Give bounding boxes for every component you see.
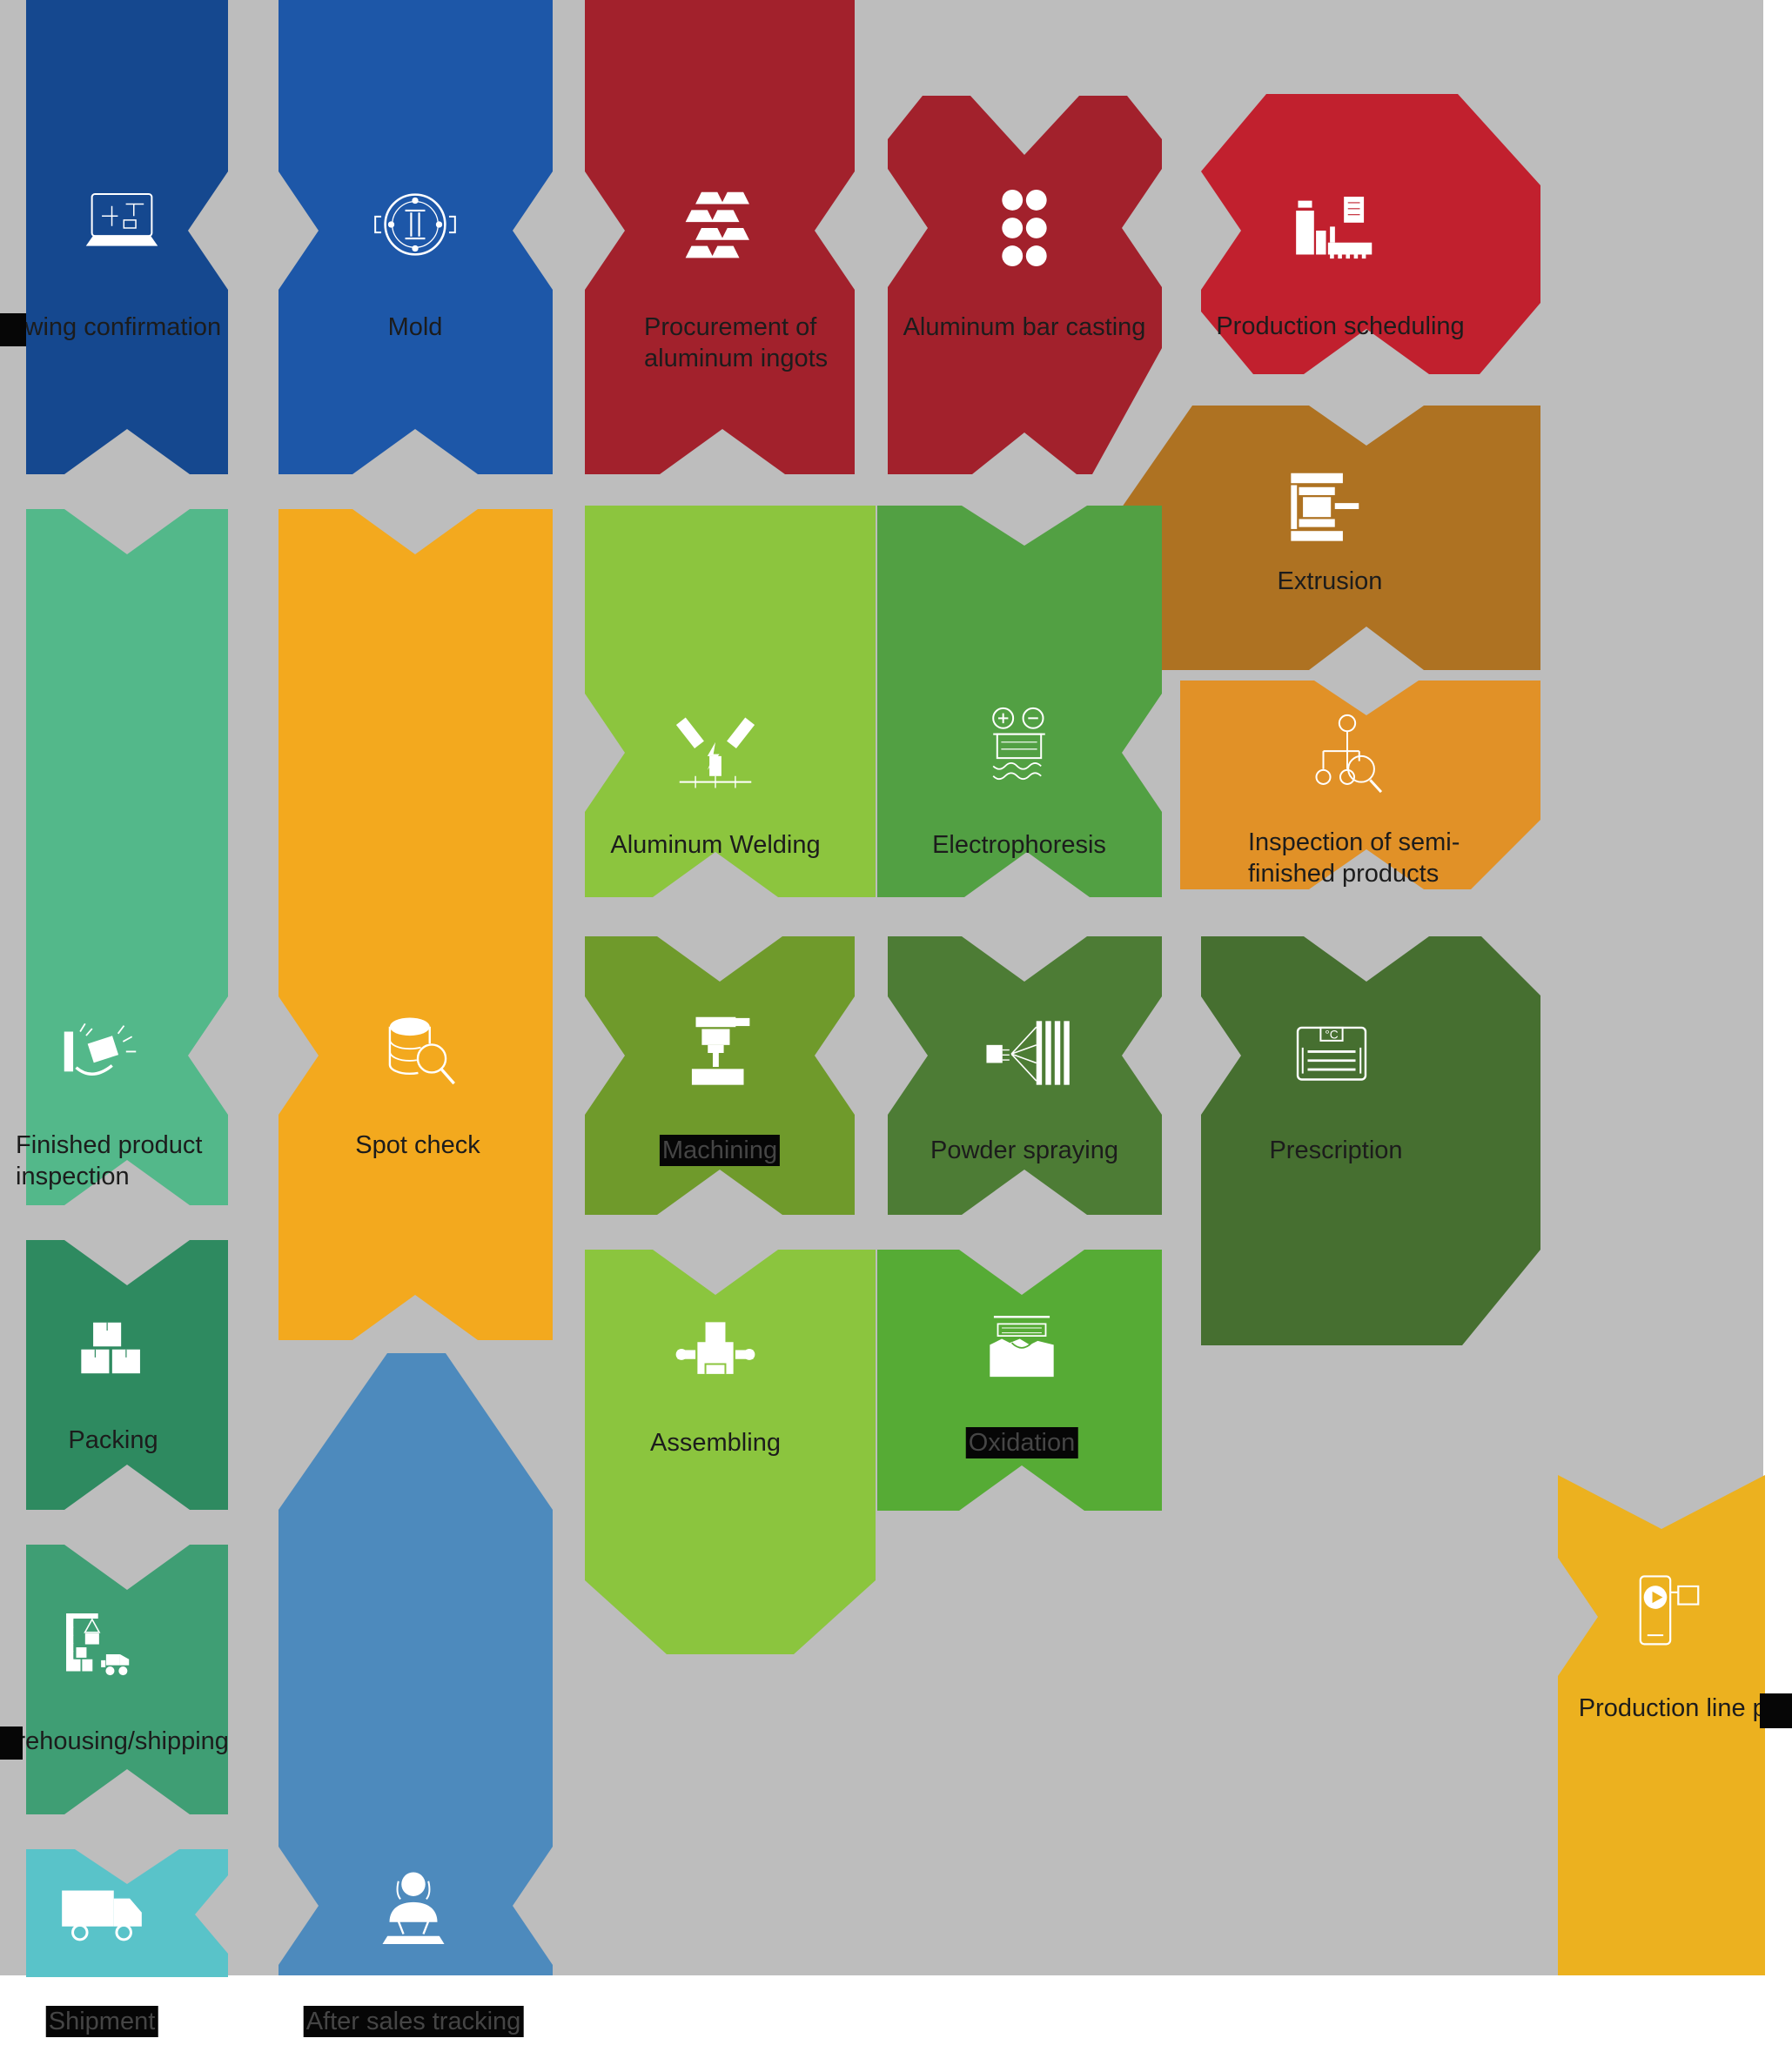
bar-ends-dots-icon [977,180,1072,276]
block-powder-spraying [888,936,1162,1215]
boxes-icon [65,1304,161,1399]
assembly-part-icon [668,1306,763,1402]
block-aluminum-bar-casting [888,96,1162,474]
label-assembling: Assembling [650,1429,781,1457]
text-highlight-artifact [0,1727,23,1760]
label-electrophoresis: Electrophoresis [932,831,1106,859]
label-powder-spraying: Powder spraying [930,1136,1118,1164]
label-packing: Packing [68,1426,158,1454]
curing-oven-icon: °C [1284,1008,1379,1103]
label-production-line-patrol: Production line patrol [1578,1694,1792,1722]
support-agent-icon [366,1862,461,1958]
patrol-camera-icon [1614,1566,1710,1662]
label-aluminum-bar-casting: Aluminum bar casting [903,313,1146,341]
spray-gun-icon [977,1005,1072,1101]
block-prescription [1201,936,1540,1345]
text-highlight-artifact [1760,1693,1792,1728]
mold-plate-icon [367,177,463,272]
label-extrusion: Extrusion [1277,567,1383,595]
laptop-blueprint-icon [74,180,170,276]
truck-icon [54,1867,150,1962]
label-shipment: Shipment [45,2006,158,2037]
aluminum-ingots-icon [668,180,763,276]
milling-machine-icon [672,1005,768,1101]
block-assembling [585,1250,876,1654]
oxidation-tank-icon [974,1301,1070,1397]
electrophoresis-bath-icon [971,702,1067,798]
label-after-sales-tracking: After sales tracking [303,2006,524,2037]
block-mold [279,0,553,474]
svg-text:°C: °C [1325,1029,1338,1042]
block-spot-check [279,509,553,1340]
label-prescription: Prescription [1269,1136,1403,1164]
block-production-line-patrol [1558,1475,1765,1975]
probe-camera-icon [52,1008,148,1103]
extrusion-press-icon [1275,461,1371,557]
label-warehousing-shipping: Warehousing/shipping [0,1727,229,1755]
label-inspection-semi-finished: Inspection of semi-finished products [1248,828,1460,888]
label-drawing-confirmation: Drawing confirmation [0,313,222,341]
label-machining: Machining [659,1135,781,1166]
block-finished-product-inspection [26,509,228,1205]
block-aluminum-welding [585,506,876,897]
label-mold: Mold [387,313,443,341]
block-after-sales-tracking [279,1353,553,1975]
block-production-scheduling [1201,94,1540,374]
label-spot-check: Spot check [355,1131,480,1159]
label-production-scheduling: Production scheduling [1216,312,1465,340]
flow-magnifier-icon [1299,709,1395,805]
welding-torches-icon [668,702,763,798]
block-electrophoresis [877,506,1162,897]
crane-forklift-icon [52,1599,148,1695]
label-aluminum-welding: Aluminum Welding [610,831,821,859]
text-highlight-artifact [0,313,26,346]
label-oxidation: Oxidation [965,1427,1078,1458]
factory-line-icon [1288,183,1384,278]
database-magnifier-icon [370,1008,466,1103]
